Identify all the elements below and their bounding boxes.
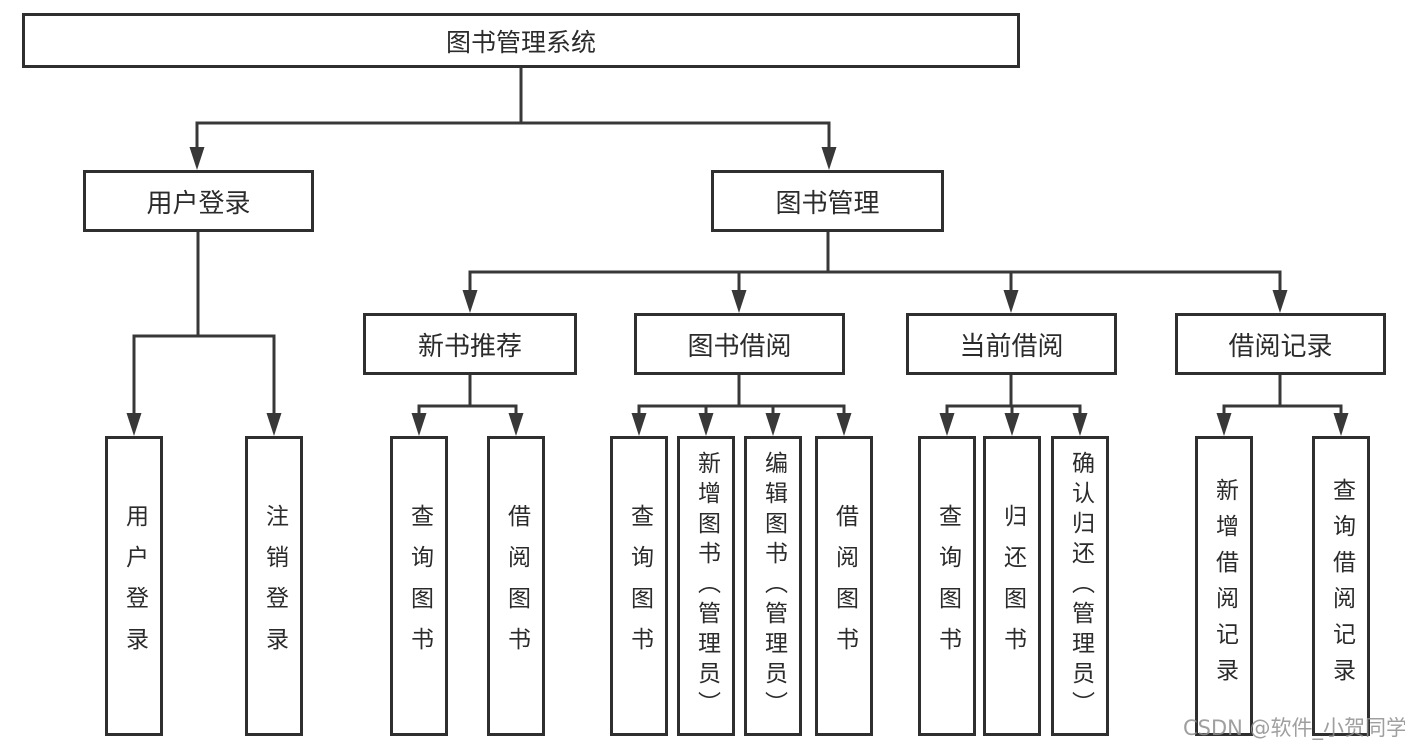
leaf-borrow-books-recommend: 借阅图书 [487,436,545,736]
leaf-query-books-borrow: 查询图书 [610,436,668,736]
leaf-confirm-return-admin: 确认归还（管理员） [1051,436,1109,736]
node-book-management: 图书管理 [711,170,944,232]
leaf-edit-books-admin-label: 编辑图书（管理员） [760,451,787,721]
node-user-login: 用户登录 [83,170,314,232]
leaf-add-borrow-record-label: 新增借阅记录 [1211,478,1238,694]
leaf-return-books-label: 归还图书 [999,504,1026,668]
leaf-query-books-current: 查询图书 [918,436,976,736]
leaf-confirm-return-admin-label: 确认归还（管理员） [1067,451,1094,721]
leaf-add-books-admin-label: 新增图书（管理员） [693,451,720,721]
node-book-borrowing: 图书借阅 [634,313,845,375]
node-current-borrowing: 当前借阅 [906,313,1117,375]
leaf-query-borrow-record-label: 查询借阅记录 [1328,478,1355,694]
leaf-borrow-books-recommend-label: 借阅图书 [503,504,530,668]
csdn-watermark: CSDN @软件_小贺同学 [1183,716,1405,740]
node-new-book-recommendation: 新书推荐 [363,313,577,375]
leaf-add-borrow-record: 新增借阅记录 [1195,436,1253,736]
leaf-query-books-current-label: 查询图书 [934,504,961,668]
node-library-management-system: 图书管理系统 [22,13,1020,68]
node-borrowing-records: 借阅记录 [1175,313,1386,375]
leaf-query-borrow-record: 查询借阅记录 [1312,436,1370,736]
leaf-user-login-label: 用户登录 [121,504,148,668]
leaf-query-books-borrow-label: 查询图书 [626,504,653,668]
leaf-add-books-admin: 新增图书（管理员） [677,436,735,736]
leaf-logout-label: 注销登录 [261,504,288,668]
leaf-user-login: 用户登录 [105,436,163,736]
leaf-borrow-books-label: 借阅图书 [831,504,858,668]
leaf-return-books: 归还图书 [983,436,1041,736]
leaf-logout: 注销登录 [245,436,303,736]
leaf-borrow-books: 借阅图书 [815,436,873,736]
leaf-query-books-recommend: 查询图书 [390,436,448,736]
leaf-edit-books-admin: 编辑图书（管理员） [744,436,802,736]
leaf-query-books-recommend-label: 查询图书 [406,504,433,668]
